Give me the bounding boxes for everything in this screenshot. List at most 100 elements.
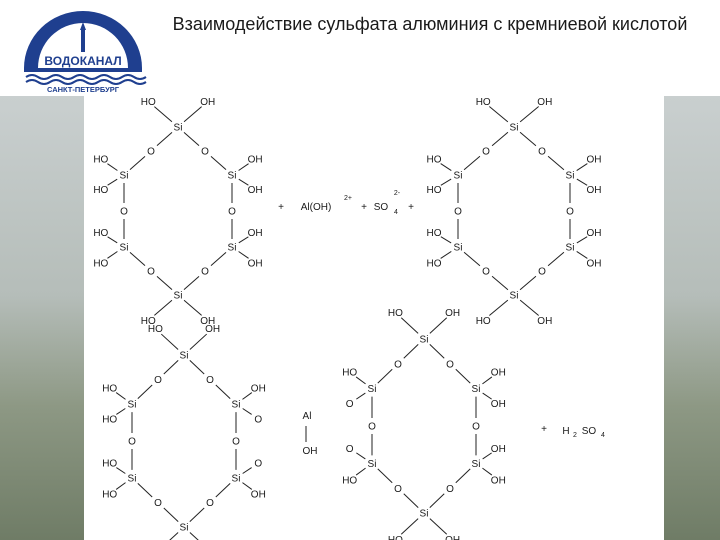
bond-line <box>576 163 588 172</box>
bridging-oxygen: O <box>147 147 155 158</box>
bond-lines <box>107 106 588 540</box>
hydroxyl-group-oh: OH <box>445 535 460 540</box>
bridging-oxygen: O <box>446 484 454 495</box>
bond-line <box>429 317 448 334</box>
bond-line <box>107 251 118 259</box>
silicon-atom: Si <box>228 243 237 254</box>
silicon-atom: Si <box>510 123 519 134</box>
bond-line <box>440 163 452 172</box>
bond-line <box>489 106 509 123</box>
plus-sign: + <box>408 202 414 213</box>
bond-line <box>189 532 199 540</box>
silicon-atom: Si <box>228 171 237 182</box>
bond-line <box>115 392 126 400</box>
hydroxyl-group-oh: OH <box>587 155 602 166</box>
hydroxyl-group-ho: HO <box>476 316 491 327</box>
background-photo-left <box>0 96 84 540</box>
bond-line <box>355 376 366 385</box>
bond-line <box>519 275 537 291</box>
silicon-atom: Si <box>420 509 429 520</box>
slide-header: ВОДОКАНАЛ САНКТ-ПЕТЕРБУРГ Взаимодействие… <box>0 0 720 96</box>
aluminium-hydroxyl: OH <box>303 446 318 457</box>
vodokanal-logo: ВОДОКАНАЛ САНКТ-ПЕТЕРБУРГ <box>24 11 147 94</box>
hydroxyl-group-oh: OH <box>491 444 506 455</box>
silicon-atom: Si <box>180 350 189 361</box>
logo-city: САНКТ-ПЕТЕРБУРГ <box>47 85 120 94</box>
silicon-atom: Si <box>420 334 429 345</box>
silicon-atom: Si <box>232 473 241 484</box>
bond-line <box>242 392 253 400</box>
silicon-atom: Si <box>174 123 183 134</box>
bond-line <box>137 483 153 498</box>
bond-line <box>238 178 249 186</box>
bond-line <box>242 408 252 415</box>
hydroxyl-group-ho: HO <box>426 185 441 196</box>
hydroxyl-group-ho: HO <box>93 155 108 166</box>
sulfate-charge: 2- <box>394 190 401 197</box>
bond-line <box>154 299 173 316</box>
bond-line <box>429 518 448 535</box>
bond-line <box>129 155 146 171</box>
bond-line <box>169 532 179 540</box>
plus-sign: + <box>541 424 547 435</box>
bridging-oxygen: O <box>154 375 162 386</box>
bridging-oxygen: O <box>394 359 402 370</box>
bond-line <box>482 376 493 385</box>
bridging-oxygen: O <box>472 422 480 433</box>
sulfuric-acid-h: H <box>562 426 569 437</box>
silicon-atom: Si <box>472 384 481 395</box>
bridging-oxygen: O <box>482 267 490 278</box>
hydroxyl-group-oh: OH <box>205 324 220 335</box>
bridging-oxygen: O <box>454 207 462 218</box>
silicon-atom: Si <box>120 171 129 182</box>
bond-line <box>242 482 253 490</box>
bridging-oxygen: O <box>538 267 546 278</box>
bond-line <box>519 131 537 147</box>
background-photo-right <box>664 96 720 540</box>
hydroxyl-group-oh: OH <box>537 316 552 327</box>
silicon-atom: Si <box>454 243 463 254</box>
silicon-atom: Si <box>510 291 519 302</box>
terminal-oxygen: O <box>346 444 354 455</box>
bond-line <box>107 163 118 171</box>
bond-line <box>576 236 588 244</box>
bond-line <box>455 468 471 484</box>
bridging-oxygen: O <box>228 207 236 218</box>
silicon-atom: Si <box>128 473 137 484</box>
terminal-oxygen: O <box>254 459 262 470</box>
bond-line <box>215 384 231 399</box>
bond-line <box>519 299 539 316</box>
silicon-atom: Si <box>174 291 183 302</box>
hydroxyl-group-ho: HO <box>141 316 156 327</box>
bond-line <box>403 344 419 359</box>
silicon-atom: Si <box>180 523 189 534</box>
bond-line <box>116 467 126 474</box>
bond-line <box>547 155 565 171</box>
silicon-atom: Si <box>128 400 137 411</box>
silicon-atom: Si <box>232 400 241 411</box>
bond-line <box>116 408 126 415</box>
bond-line <box>429 344 445 359</box>
bond-line <box>356 392 366 400</box>
bond-line <box>137 384 153 399</box>
hydroxyl-group-ho: HO <box>342 475 357 486</box>
bond-line <box>489 299 509 316</box>
hydroxyl-group-ho: HO <box>102 490 117 501</box>
bond-line <box>463 251 481 267</box>
bond-line <box>242 467 252 474</box>
hydroxyl-group-ho: HO <box>141 97 156 108</box>
bond-line <box>576 178 588 186</box>
hydroxyl-group-oh: OH <box>200 316 215 327</box>
silicon-atom: Si <box>566 171 575 182</box>
bond-line <box>547 251 565 267</box>
silicon-atom: Si <box>566 243 575 254</box>
hydroxyl-group-ho: HO <box>102 383 117 394</box>
bond-line <box>210 155 227 171</box>
sulfate-term: SO <box>374 202 389 213</box>
bond-line <box>482 452 492 460</box>
hydroxyl-group-ho: HO <box>388 308 403 319</box>
hydroxyl-group-ho: HO <box>426 155 441 166</box>
hydroxyl-group-oh: OH <box>251 383 266 394</box>
